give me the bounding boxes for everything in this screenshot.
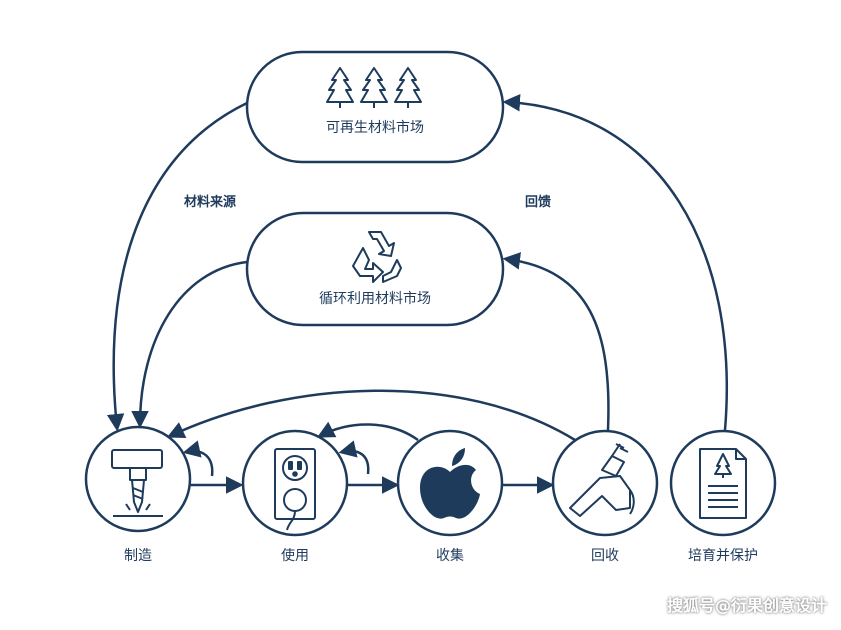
unplug-icon (569, 443, 635, 517)
outlet-icon (274, 448, 316, 531)
recycle-circle (551, 429, 659, 537)
drill-icon (111, 449, 163, 517)
apple-icon (420, 448, 480, 519)
stage-label-nurture: 培育并保护 (688, 548, 758, 564)
recycle-icon (352, 231, 402, 283)
arrow-nurture-to-renewable (502, 94, 729, 431)
document-tree-icon (699, 448, 747, 519)
stage-label-use: 使用 (281, 548, 309, 564)
feedback-flow-label: 回馈 (524, 195, 552, 210)
arrow-collect-to-use (316, 421, 419, 442)
recycled-market-label: 循环利用材料市场 (319, 291, 431, 307)
stage-label-manufacture: 制造 (124, 548, 152, 564)
watermark: 搜狐号@衍果创意设计 (666, 596, 827, 615)
renewable-market-label: 可再生材料市场 (326, 120, 424, 136)
source-flow-label: 材料来源 (183, 195, 237, 210)
trees-icon (326, 67, 422, 108)
flow-arrows (106, 94, 729, 494)
arrow-use-loop (338, 440, 370, 475)
stage-label-recycle: 回收 (591, 548, 619, 564)
stage-label-collect: 收集 (436, 548, 464, 564)
recycled-market-pill (245, 211, 505, 327)
arrow-recycle-to-manufacture (166, 389, 576, 442)
arrow-recycle-to-recycled (502, 252, 610, 431)
arrow-manufacture-loop (182, 440, 214, 477)
nurture-circle (669, 429, 777, 537)
arrow-renewable-to-manufacture (106, 101, 248, 432)
arrow-recycled-to-manufacture (131, 260, 248, 429)
